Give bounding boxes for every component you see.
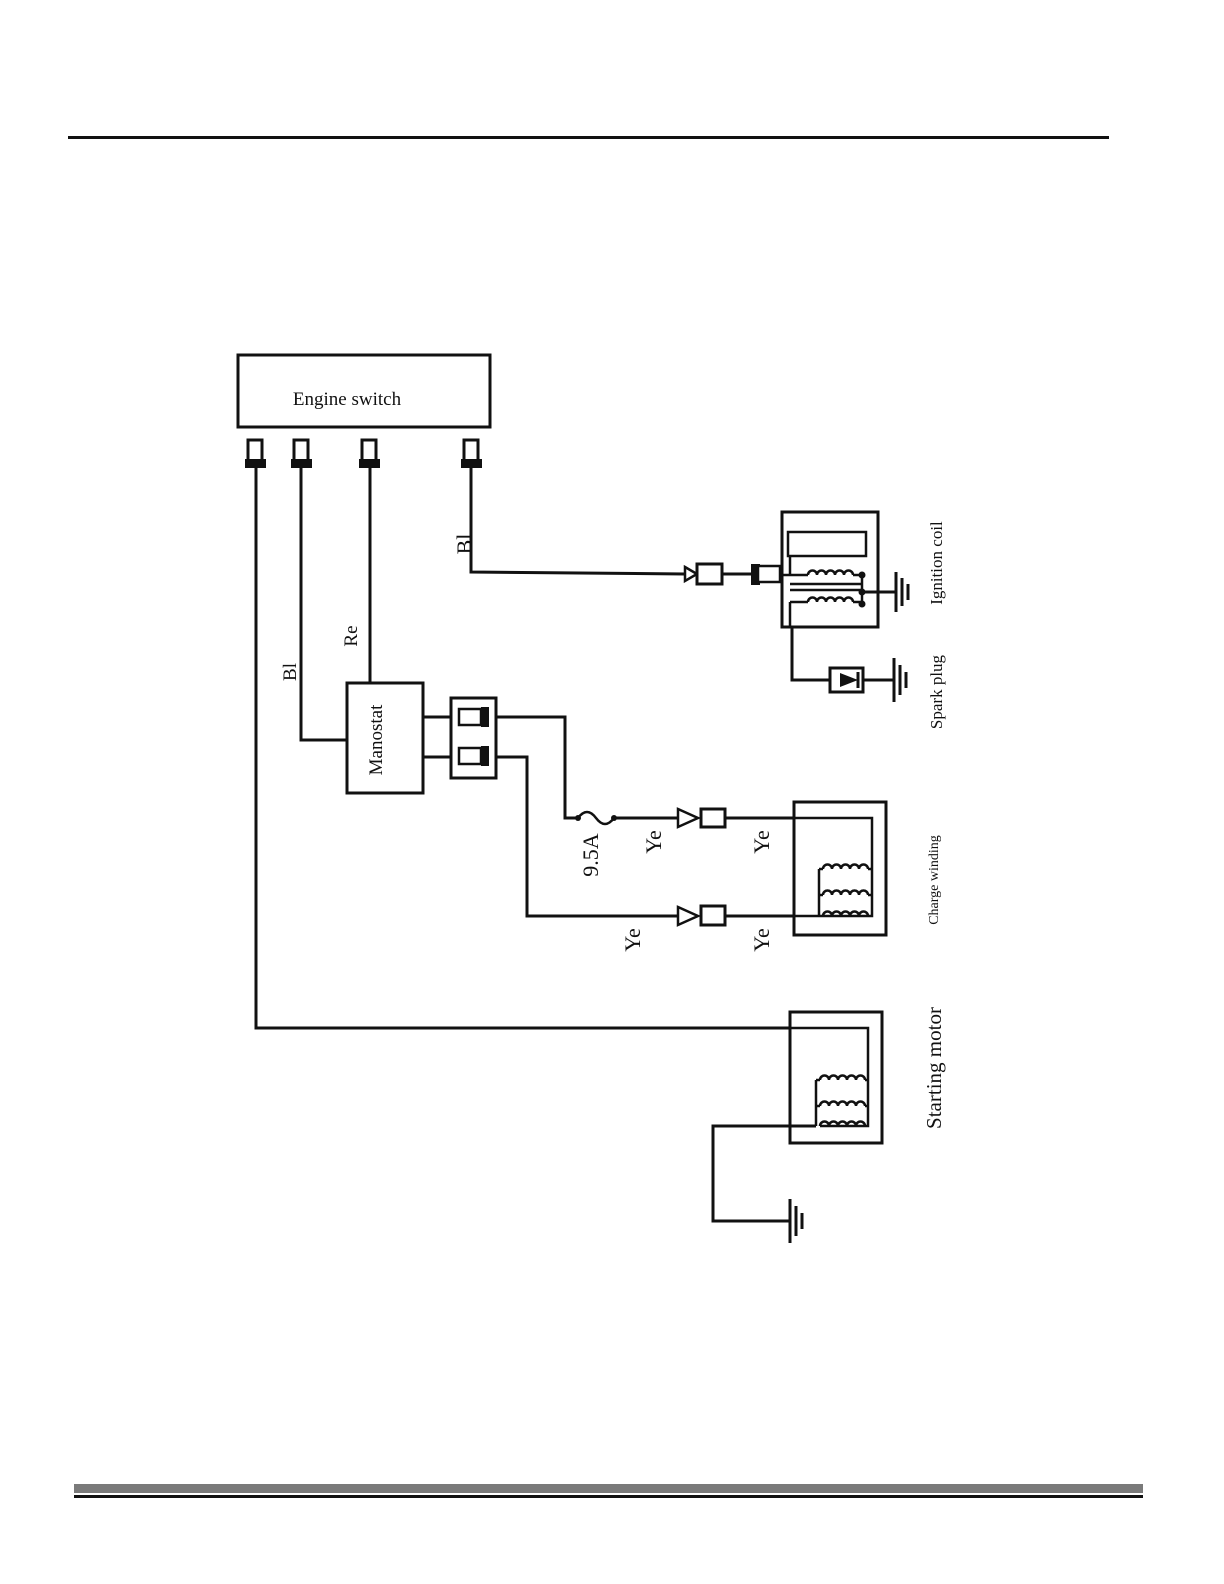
label-bl-manostat: Bl [280, 663, 301, 681]
connector-ignition [697, 564, 722, 584]
label-ye-lower-left: Ye [620, 928, 645, 951]
label-ye-upper-left: Ye [641, 830, 666, 853]
connector-arrow-ye-lower [678, 907, 698, 925]
connector-arrow-ignition [685, 567, 697, 581]
charge-winding [794, 802, 886, 935]
switch-terminals [245, 440, 482, 468]
label-fuse: 9.5A [578, 833, 603, 877]
wire-ye-upper [496, 717, 578, 818]
terminal-4 [461, 440, 482, 468]
label-bl-ignition: Bl [452, 534, 477, 555]
connector-ye-lower [701, 906, 725, 925]
engine-switch-label: Engine switch [293, 389, 402, 410]
starting-motor [790, 1012, 882, 1143]
connector-ye-upper [701, 809, 725, 827]
manostat-connector [451, 698, 496, 778]
ignition-coil-label: Ignition coil [927, 521, 946, 605]
wire-starting-motor [256, 468, 790, 1028]
footer-bar [74, 1484, 1143, 1493]
starting-motor-ground-icon [790, 1199, 802, 1243]
footer-rule [74, 1495, 1143, 1498]
terminal-3 [359, 440, 380, 468]
wire-bl-ignition [471, 468, 685, 574]
terminal-2 [291, 440, 312, 468]
label-ye-upper-right: Ye [749, 830, 774, 853]
terminal-1 [245, 440, 266, 468]
manostat: Manostat [347, 683, 423, 793]
label-re-manostat: Re [341, 625, 362, 646]
engine-switch: Engine switch [238, 355, 490, 427]
connector-arrow-ye-upper [678, 809, 698, 827]
wire-spark-plug [792, 627, 830, 680]
spark-plug-label: Spark plug [927, 654, 946, 729]
ignition-coil [780, 512, 878, 627]
manostat-label: Manostat [366, 704, 387, 775]
fuse-icon [578, 812, 614, 824]
starting-motor-label: Starting motor [922, 1007, 946, 1129]
charge-winding-label: Charge winding [927, 835, 942, 925]
spark-plug-ground-icon [894, 658, 906, 702]
wire-bl-manostat [301, 468, 347, 740]
spark-plug [830, 668, 894, 692]
label-ye-lower-right: Ye [749, 928, 774, 951]
